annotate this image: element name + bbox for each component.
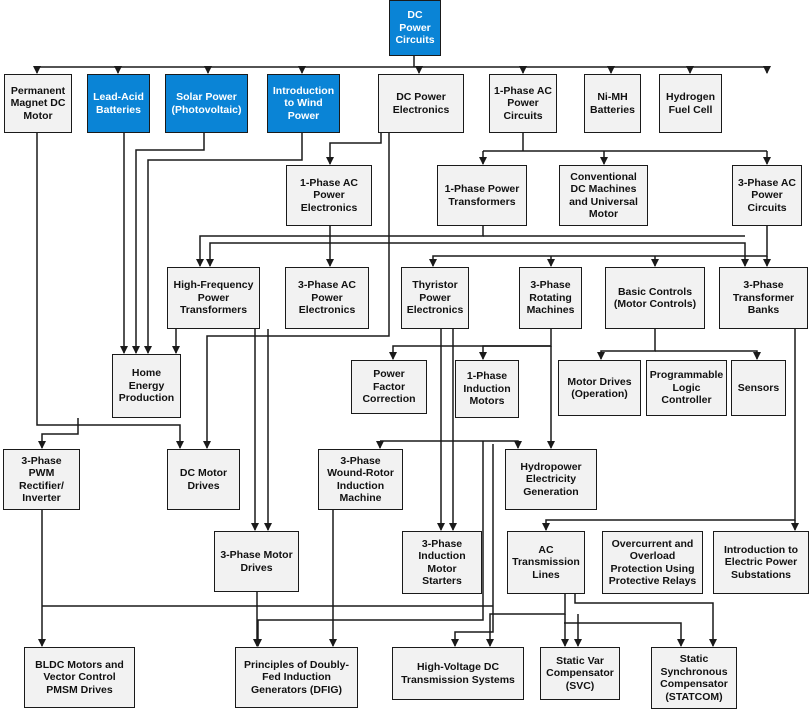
node-motor-drives-operation[interactable]: Motor Drives (Operation) [558, 360, 641, 416]
node-intro-wind-power[interactable]: Introduction to Wind Power [267, 74, 340, 133]
node-ac-transmission-lines[interactable]: AC Transmission Lines [507, 531, 585, 594]
node-3-phase-pwm-rectifier[interactable]: 3-Phase PWM Rectifier/ Inverter [3, 449, 80, 510]
node-1-phase-power-transformers[interactable]: 1-Phase Power Transformers [437, 165, 527, 226]
node-home-energy-production[interactable]: Home Energy Production [112, 354, 181, 418]
node-thyristor-power-electronics[interactable]: Thyristor Power Electronics [401, 267, 469, 329]
node-hvdc-transmission[interactable]: High-Voltage DC Transmission Systems [392, 647, 524, 700]
node-3-phase-ac-power-circuits[interactable]: 3-Phase AC Power Circuits [732, 165, 802, 226]
node-3-phase-rotating-machines[interactable]: 3-Phase Rotating Machines [519, 267, 582, 329]
node-3-phase-motor-drives[interactable]: 3-Phase Motor Drives [214, 531, 299, 592]
node-hydrogen-fuel-cell[interactable]: Hydrogen Fuel Cell [659, 74, 722, 133]
node-dc-motor-drives[interactable]: DC Motor Drives [167, 449, 240, 510]
node-3-phase-wound-rotor[interactable]: 3-Phase Wound-Rotor Induction Machine [318, 449, 403, 510]
node-lead-acid-batteries[interactable]: Lead-Acid Batteries [87, 74, 150, 133]
node-conventional-dc-machines[interactable]: Conventional DC Machines and Universal M… [559, 165, 648, 226]
node-1-phase-induction-motors[interactable]: 1-Phase Induction Motors [455, 360, 519, 418]
node-intro-substations[interactable]: Introduction to Electric Power Substatio… [713, 531, 809, 594]
node-3-phase-ac-power-electronics[interactable]: 3-Phase AC Power Electronics [285, 267, 369, 329]
node-programmable-logic-controller[interactable]: Programmable Logic Controller [646, 360, 727, 416]
node-ni-mh-batteries[interactable]: Ni-MH Batteries [584, 74, 641, 133]
node-sensors[interactable]: Sensors [731, 360, 786, 416]
node-1-phase-ac-power-circuits[interactable]: 1-Phase AC Power Circuits [489, 74, 557, 133]
node-bldc-motors[interactable]: BLDC Motors and Vector Control PMSM Driv… [24, 647, 135, 708]
node-high-frequency-power-transformers[interactable]: High-Frequency Power Transformers [167, 267, 260, 329]
node-3-phase-transformer-banks[interactable]: 3-Phase Transformer Banks [719, 267, 808, 329]
node-1-phase-ac-power-electronics[interactable]: 1-Phase AC Power Electronics [286, 165, 372, 226]
node-doubly-fed-induction[interactable]: Principles of Doubly- Fed Induction Gene… [235, 647, 358, 708]
node-solar-power[interactable]: Solar Power (Photovoltaic) [165, 74, 248, 133]
node-statcom[interactable]: Static Synchronous Compensator (STATCOM) [651, 647, 737, 709]
node-basic-controls[interactable]: Basic Controls (Motor Controls) [605, 267, 705, 329]
node-static-var-compensator[interactable]: Static Var Compensator (SVC) [540, 647, 620, 700]
node-dc-power-circuits[interactable]: DC Power Circuits [389, 0, 441, 56]
node-overcurrent-protection[interactable]: Overcurrent and Overload Protection Usin… [602, 531, 703, 594]
node-dc-power-electronics[interactable]: DC Power Electronics [378, 74, 464, 133]
node-3-phase-induction-motor-starters[interactable]: 3-Phase Induction Motor Starters [402, 531, 482, 594]
node-permanent-magnet-dc-motor[interactable]: Permanent Magnet DC Motor [4, 74, 72, 133]
node-power-factor-correction[interactable]: Power Factor Correction [351, 360, 427, 414]
node-hydropower-generation[interactable]: Hydropower Electricity Generation [505, 449, 597, 510]
